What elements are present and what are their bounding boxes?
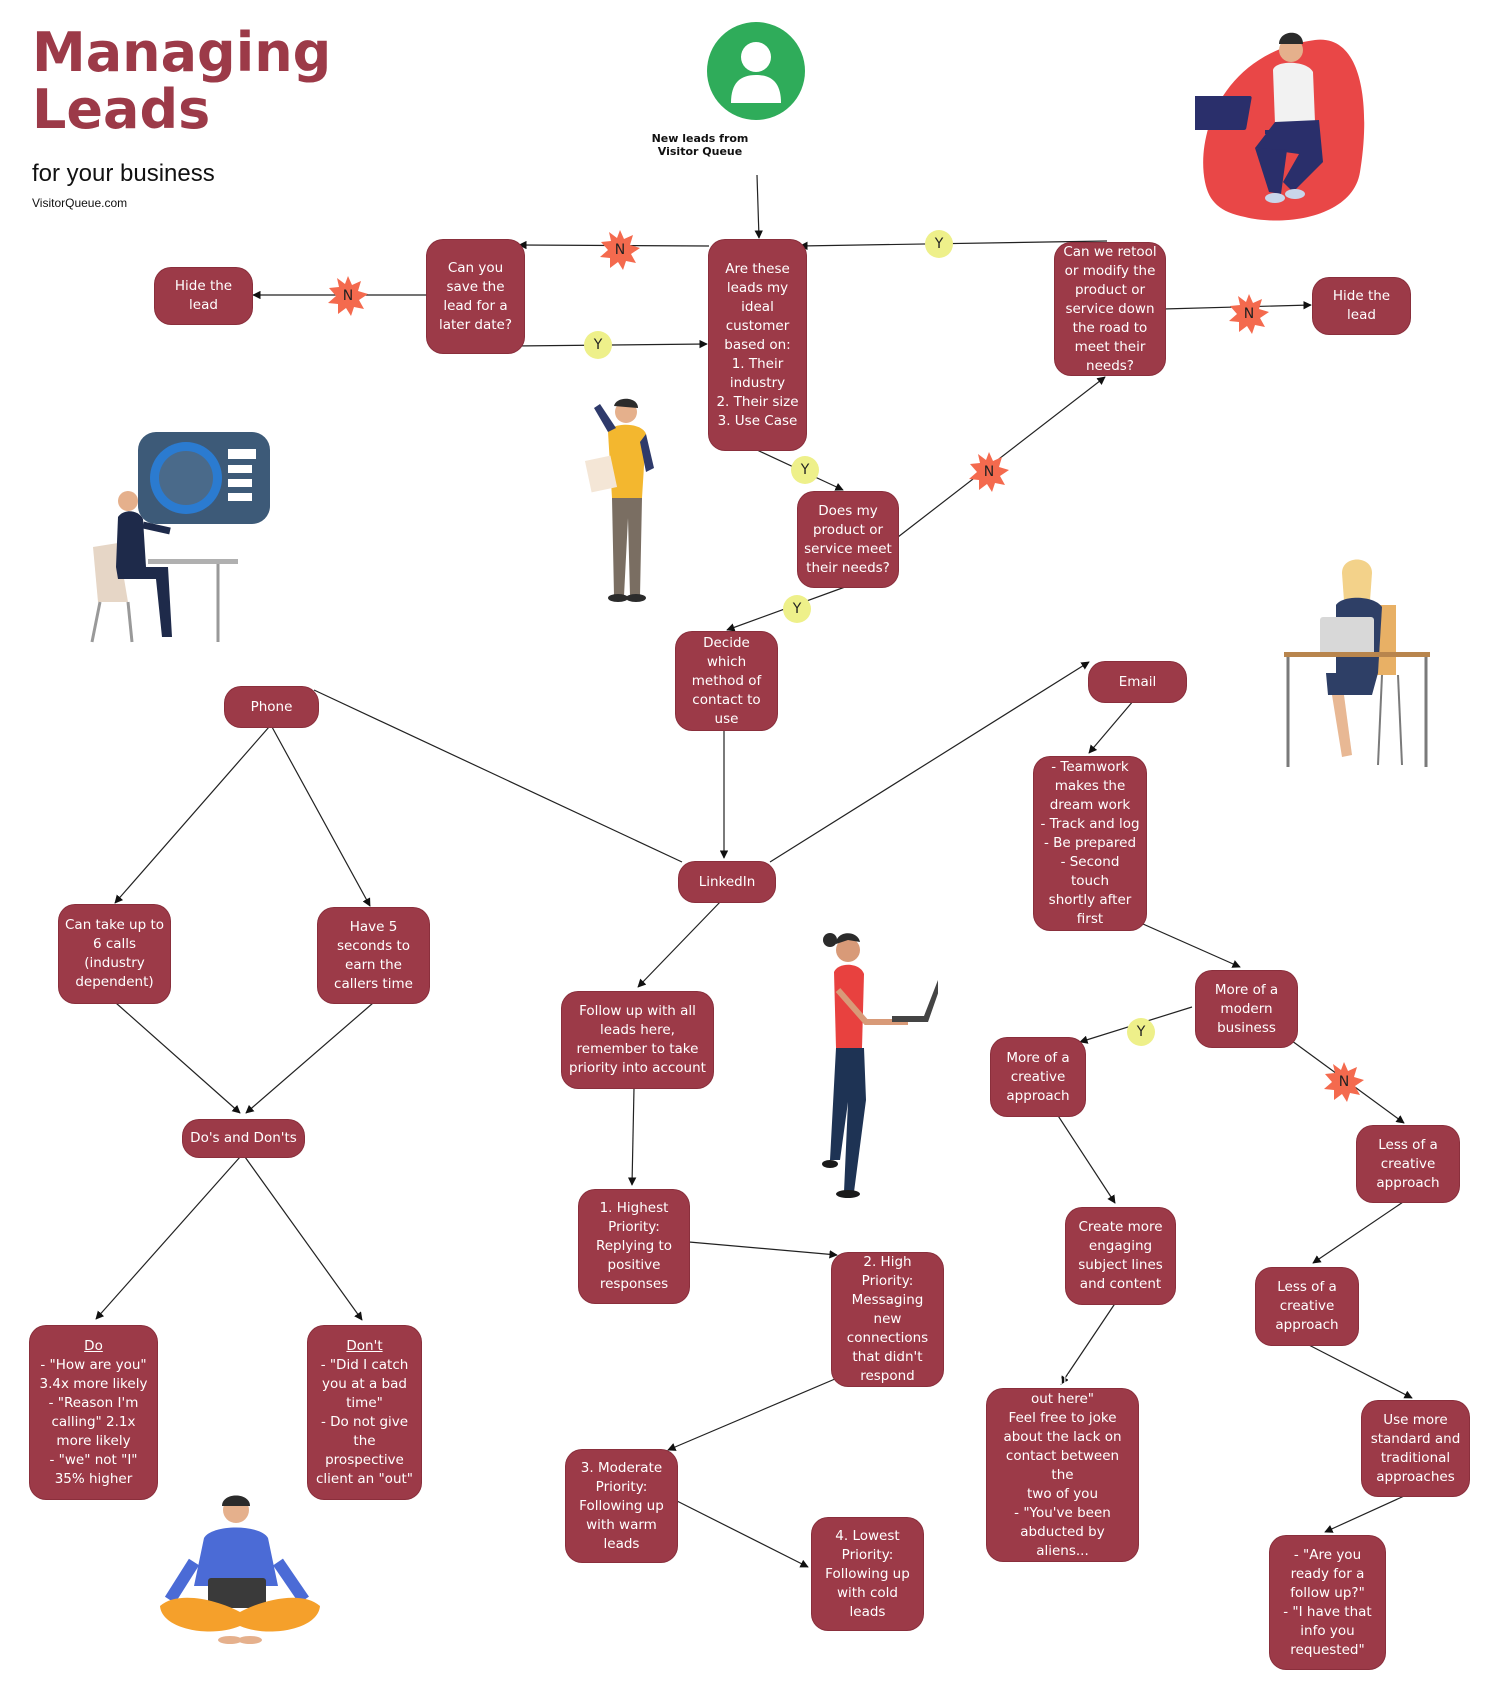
dont-heading: Don't xyxy=(346,1337,383,1354)
yes-badge: Y xyxy=(791,456,819,484)
man-on-beanbag-illustration xyxy=(1195,32,1365,221)
node-do: Do - "How are you" 3.4x more likely - "Re… xyxy=(30,1326,157,1499)
woman-with-laptop-illustration xyxy=(822,933,938,1198)
no-badge: N xyxy=(1229,294,1269,334)
starburst-icon xyxy=(600,230,640,270)
user-icon xyxy=(707,22,805,120)
node-priority-2: 2. High Priority: Messaging new connecti… xyxy=(832,1253,943,1386)
no-label: N xyxy=(1243,306,1255,322)
no-badge: N xyxy=(600,230,640,270)
node-priority-3: 3. Moderate Priority: Following up with … xyxy=(566,1450,677,1562)
node-decide-method: Decide which method of contact to use xyxy=(676,632,777,730)
node-traditional: Use more standard and traditional approa… xyxy=(1362,1401,1469,1496)
node-calls: Can take up to 6 calls (industry depende… xyxy=(59,905,170,1003)
yes-badge: Y xyxy=(584,331,612,359)
node-priority-4: 4. Lowest Priority: Following up with co… xyxy=(812,1518,923,1630)
website-label: VisitorQueue.com xyxy=(32,196,128,210)
node-linkedin: LinkedIn xyxy=(679,862,775,902)
no-badge: N xyxy=(1324,1062,1364,1102)
node-lonely-jokes: - "It's really lonely out here" Feel fre… xyxy=(987,1372,1138,1578)
starburst-icon xyxy=(328,276,368,316)
node-less-creative-2: Less of a creative approach xyxy=(1256,1268,1358,1345)
source-label: New leads from Visitor Queue xyxy=(651,132,749,158)
yes-badge: Y xyxy=(925,230,953,258)
starburst-icon xyxy=(1229,294,1269,334)
do-body: - "How are you" 3.4x more likely - "Reas… xyxy=(39,1356,148,1487)
dont-body: - "Did I catch you at a bad time" - Do n… xyxy=(315,1356,414,1487)
no-label: N xyxy=(1338,1074,1350,1090)
node-less-creative-1: Less of a creative approach xyxy=(1357,1126,1459,1202)
no-label: N xyxy=(614,242,626,258)
confused-man-illustration xyxy=(584,398,654,602)
node-email-tips: - Teamwork makes the dream work - Track … xyxy=(1034,757,1146,930)
starburst-icon xyxy=(969,452,1009,492)
node-engaging-content: Create more engaging subject lines and c… xyxy=(1066,1208,1175,1304)
node-modern-business: More of a modern business xyxy=(1196,971,1297,1047)
no-label: N xyxy=(342,288,354,304)
node-dos-donts: Do's and Don'ts xyxy=(183,1120,304,1157)
node-more-creative: More of a creative approach xyxy=(991,1038,1085,1116)
node-retool: Can we retool or modify the product or s… xyxy=(1055,243,1165,375)
no-label: N xyxy=(983,464,995,480)
yes-badge: Y xyxy=(783,595,811,623)
node-five-seconds: Have 5 seconds to earn the callers time xyxy=(318,908,429,1003)
node-ideal-customer: Are these leads my ideal customer based … xyxy=(709,240,806,450)
no-badge: N xyxy=(969,452,1009,492)
node-dont: Don't - "Did I catch you at a bad time" -… xyxy=(308,1326,421,1499)
title-line-2: Leads xyxy=(32,78,211,141)
starburst-icon xyxy=(1324,1062,1364,1102)
node-phone: Phone xyxy=(225,687,318,727)
node-hide-lead-right: Hide the lead xyxy=(1313,278,1410,334)
do-heading: Do xyxy=(84,1337,103,1354)
node-hide-lead-left: Hide the lead xyxy=(155,268,252,324)
node-email: Email xyxy=(1089,662,1186,702)
node-follow-up: Follow up with all leads here, remember … xyxy=(562,992,713,1088)
businessman-dashboard-illustration xyxy=(90,432,270,643)
page-subtitle: for your business xyxy=(32,160,215,187)
yes-badge: Y xyxy=(1127,1018,1155,1046)
woman-at-desk-illustration xyxy=(1284,559,1430,767)
no-badge: N xyxy=(328,276,368,316)
node-priority-1: 1. Highest Priority: Replying to positiv… xyxy=(579,1190,689,1303)
man-cross-legged-illustration xyxy=(160,1495,320,1644)
node-save-later: Can you save the lead for a later date? xyxy=(427,240,524,353)
node-meet-needs: Does my product or service meet their ne… xyxy=(798,492,898,587)
page-title: Managing Leads xyxy=(32,24,331,138)
node-follow-question: - "Are you ready for a follow up?" - "I … xyxy=(1270,1536,1385,1669)
title-line-1: Managing xyxy=(32,21,332,84)
